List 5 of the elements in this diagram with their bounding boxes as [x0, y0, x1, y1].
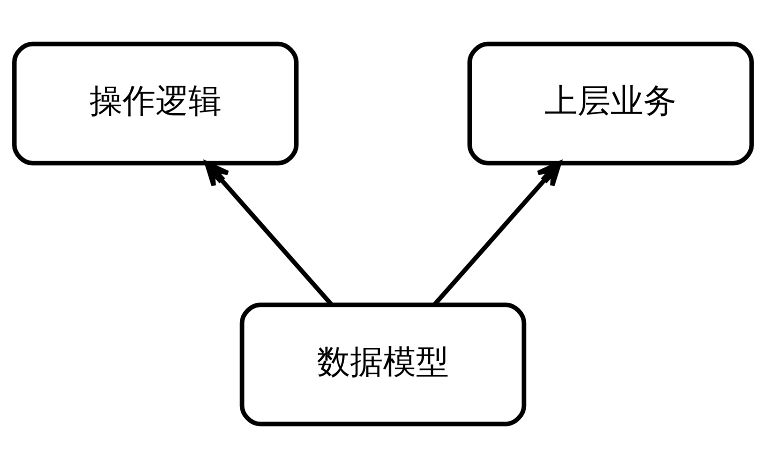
- arrow: [204, 160, 334, 306]
- node-box: 上层业务: [467, 41, 754, 165]
- node-box: 操作逻辑: [12, 41, 299, 165]
- node-box: 数据模型: [240, 302, 526, 426]
- arrow: [432, 160, 562, 306]
